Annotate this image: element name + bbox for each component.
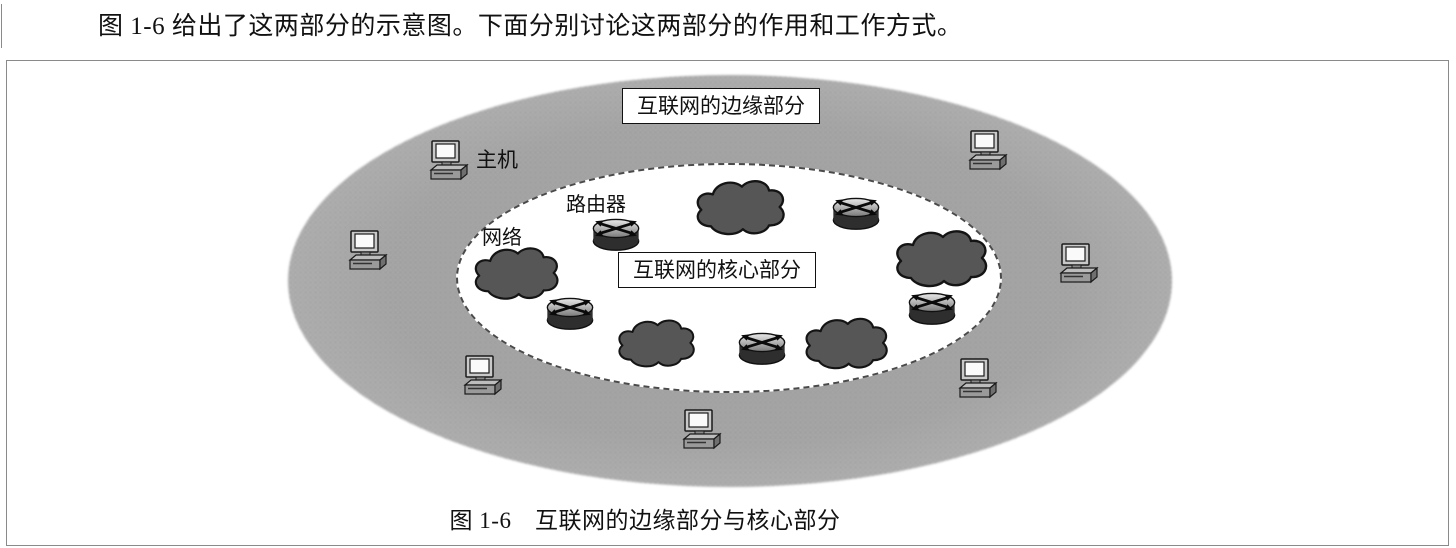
router-label: 路由器 (566, 194, 626, 216)
router-icon (733, 327, 791, 367)
host-computer-icon (676, 409, 724, 455)
network-cloud-icon (690, 176, 790, 236)
page-edge-line (1, 4, 2, 48)
core-part-label-box: 互联网的核心部分 (618, 252, 816, 289)
router-icon (541, 292, 599, 332)
host-computer-icon (1053, 243, 1101, 289)
intro-paragraph: 图 1-6 给出了这两部分的示意图。下面分别讨论这两部分的作用和工作方式。 (98, 13, 963, 40)
host-computer-icon (952, 358, 1000, 404)
host-computer-icon (423, 140, 471, 186)
network-cloud-icon (891, 226, 991, 288)
network-label: 网络 (482, 227, 522, 249)
host-computer-icon (342, 230, 390, 276)
figure-caption: 图 1-6 互联网的边缘部分与核心部分 (449, 508, 841, 533)
router-icon (587, 213, 645, 253)
network-cloud-icon (799, 314, 893, 370)
host-computer-icon (457, 355, 505, 401)
network-cloud-icon (612, 316, 700, 368)
host-label: 主机 (476, 148, 518, 172)
edge-part-label-box: 互联网的边缘部分 (622, 88, 820, 125)
router-icon (903, 287, 961, 327)
router-icon (827, 192, 885, 232)
host-computer-icon (962, 130, 1010, 176)
